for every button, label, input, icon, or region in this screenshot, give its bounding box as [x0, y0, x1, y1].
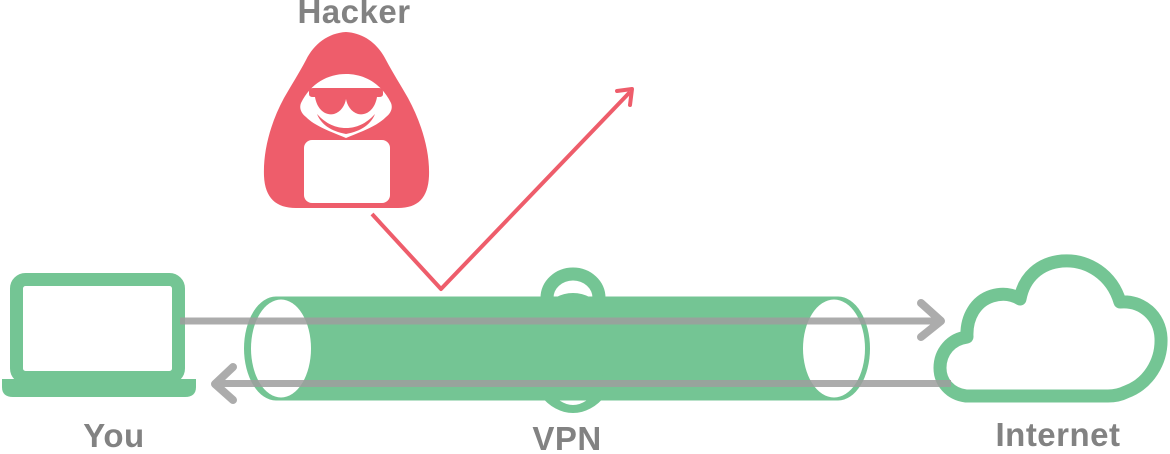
tunnel-icon	[244, 267, 870, 413]
laptop-screen	[10, 273, 185, 384]
outgoing-arrow	[180, 299, 945, 341]
hacker-icon	[263, 32, 430, 208]
outgoing-arrow-head	[917, 299, 945, 341]
deflected-attack-arrow	[370, 87, 634, 291]
attack-arrow-line	[370, 90, 632, 291]
padlock-icon	[527, 267, 619, 413]
padlock-shackle	[540, 267, 606, 323]
cloud-outline	[933, 254, 1168, 403]
hacker-label: Hacker	[297, 0, 411, 30]
you-label: You	[83, 417, 145, 454]
traffic-arrows	[180, 299, 951, 404]
hacker-sunglasses-icon	[309, 88, 383, 115]
attack-arrow-head	[615, 87, 634, 107]
hacker-laptop-icon	[304, 140, 390, 203]
internet-label: Internet	[995, 416, 1121, 453]
returning-arrow-head	[211, 363, 237, 404]
vpn-label: VPN	[532, 420, 602, 454]
laptop-icon	[2, 273, 196, 397]
hacker-chin-shadow	[317, 114, 375, 134]
cloud-icon	[933, 254, 1168, 403]
laptop-base	[2, 379, 196, 397]
returning-arrow	[211, 363, 951, 404]
